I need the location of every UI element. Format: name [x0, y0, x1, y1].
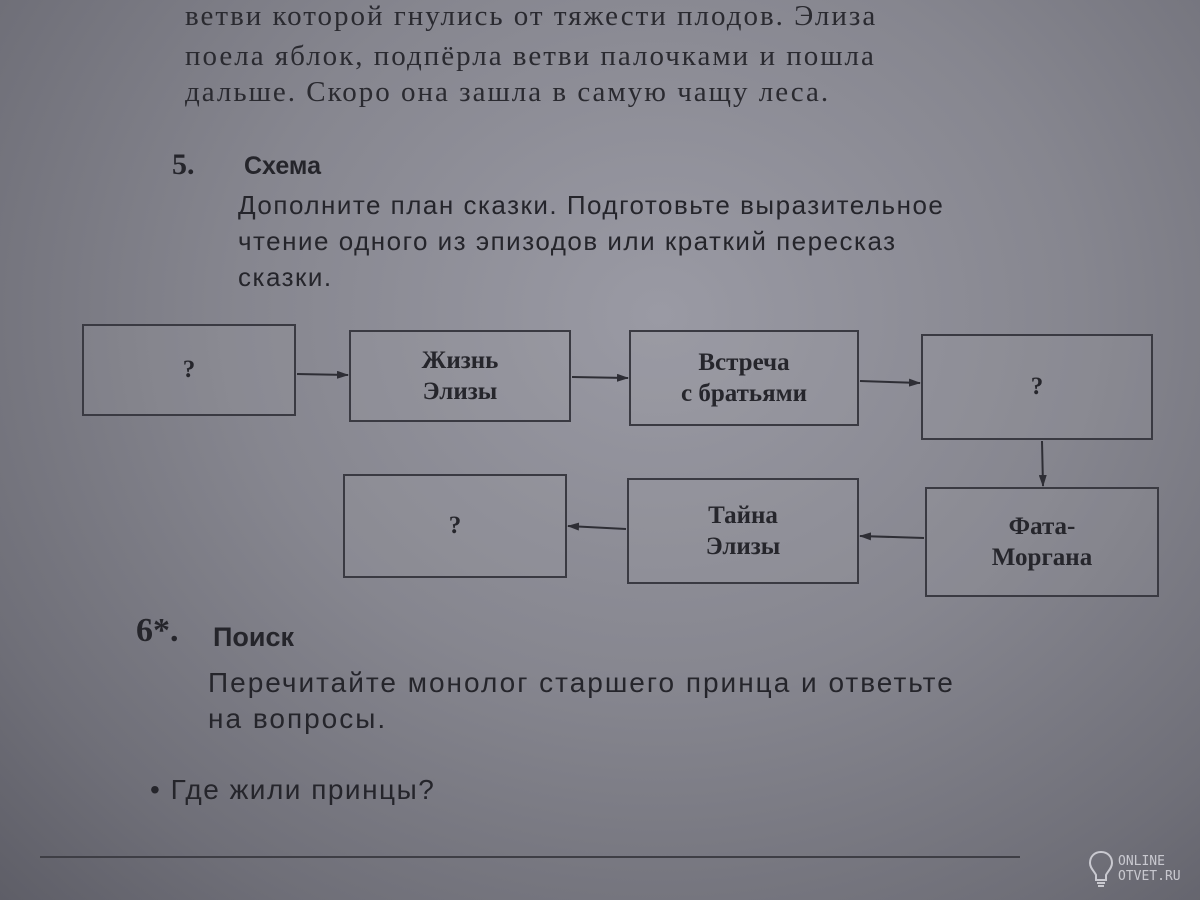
scheme-box-5: Фата- Моргана [925, 487, 1159, 597]
task-6-bullet-question: • Где жили принцы? [150, 774, 435, 806]
arrow-2-to-3 [571, 373, 629, 382]
text-line-2: поела яблок, подпёрла ветви палочками и … [185, 40, 876, 72]
text-line-1: ветви которой гнулись от тяжести плодов.… [185, 0, 878, 32]
scheme-box-2: Жизнь Элизы [349, 330, 571, 422]
task-6-text-line-1: Перечитайте монолог старшего принца и от… [208, 667, 955, 698]
task-6-number: 6*. [136, 612, 179, 649]
watermark: ONLINE OTVET.RU [1088, 846, 1200, 894]
watermark-line-1: ONLINE [1118, 854, 1165, 870]
scheme-box-3: Встреча с братьями [629, 330, 859, 426]
bullet-dot-icon: • [150, 774, 171, 805]
bullet-question-text: Где жили принцы? [170, 774, 436, 805]
task-6-title: Поиск [213, 622, 295, 652]
page-bottom-rule [40, 856, 1020, 858]
task-5-text-line-3: сказки. [238, 262, 333, 292]
scheme-box-7-label: ? [448, 512, 462, 540]
scheme-box-2-line-2: Элизы [422, 378, 498, 405]
scheme-box-6-line-1: Тайна [708, 501, 778, 529]
scheme-box-2-line-1: Жизнь [421, 346, 499, 374]
arrow-1-to-2 [296, 370, 349, 379]
task-5-text-line-1: Дополните план сказки. Подготовьте выраз… [238, 190, 945, 220]
arrow-5-to-6 [859, 532, 925, 541]
scheme-box-3-line-2: с братьями [680, 380, 808, 407]
scheme-box-5-line-1: Фата- [1008, 512, 1076, 540]
scheme-box-5-line-2: Моргана [991, 544, 1093, 571]
scheme-box-1-label: ? [182, 356, 196, 384]
arrow-3-to-4 [859, 378, 921, 387]
task-6-text-line-2: на вопросы. [208, 703, 388, 734]
scheme-box-6-line-2: Элизы [705, 533, 781, 560]
watermark-line-2: OTVET.RU [1118, 869, 1181, 884]
scheme-box-4: ? [921, 334, 1153, 440]
text-line-3: дальше. Скоро она зашла в самую чащу лес… [185, 76, 831, 108]
lightbulb-icon [1088, 850, 1114, 887]
scheme-box-7: ? [343, 474, 567, 578]
task-5-title: Схема [244, 152, 321, 180]
scheme-box-4-label: ? [1030, 373, 1044, 401]
arrow-4-to-5 [1038, 440, 1047, 487]
scheme-box-1: ? [82, 324, 296, 416]
arrow-6-to-7 [567, 522, 627, 531]
task-5-text-line-2: чтение одного из эпизодов или краткий пе… [238, 226, 897, 256]
scheme-box-3-line-1: Встреча [698, 348, 790, 376]
task-5-number: 5. [172, 148, 195, 181]
scheme-box-6: Тайна Элизы [627, 478, 859, 584]
